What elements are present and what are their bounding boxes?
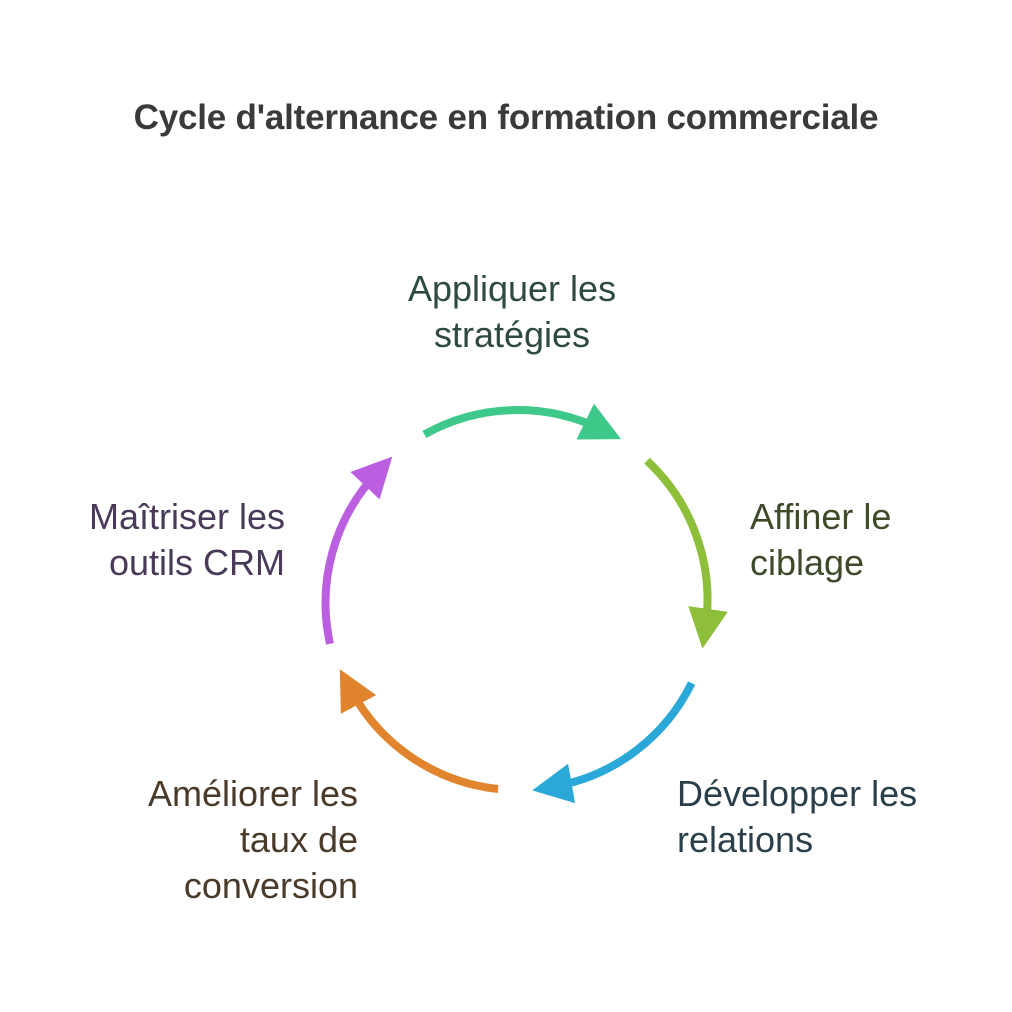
arrow-maitriser-to-appliquer: [321, 456, 393, 645]
arrow-appliquer-to-affiner: [422, 403, 622, 440]
diagram-title: Cycle d'alternance en formation commerci…: [133, 98, 879, 137]
step-label-maitriser-les-outils-crm: Maîtriser les outils CRM: [20, 494, 285, 586]
step-label-developper-les-relations: Développer les relations: [677, 771, 997, 863]
step-label-line: Améliorer les: [147, 773, 358, 814]
step-label-line: Développer les: [677, 773, 918, 814]
step-label-line: Maîtriser les: [88, 496, 285, 537]
step-label-ameliorer-les-taux-de-conversion: Améliorer les taux de conversion: [40, 771, 358, 909]
step-label-line: conversion: [183, 865, 358, 906]
step-label-line: taux de: [239, 819, 358, 860]
step-label-appliquer-les-strategies: Appliquer les stratégies: [356, 266, 668, 358]
step-label-affiner-le-ciblage: Affiner le ciblage: [750, 494, 990, 586]
step-label-line: Appliquer les: [407, 268, 617, 309]
step-label-line: Affiner le: [750, 496, 892, 537]
step-label-line: outils CRM: [108, 542, 285, 583]
arrow-developper-to-ameliorer: [532, 681, 696, 804]
step-label-line: relations: [677, 819, 814, 860]
arrow-ameliorer-to-maitriser: [339, 669, 499, 793]
step-label-line: stratégies: [433, 314, 591, 355]
step-label-line: ciblage: [750, 542, 865, 583]
arrow-affiner-to-developper: [644, 457, 728, 649]
